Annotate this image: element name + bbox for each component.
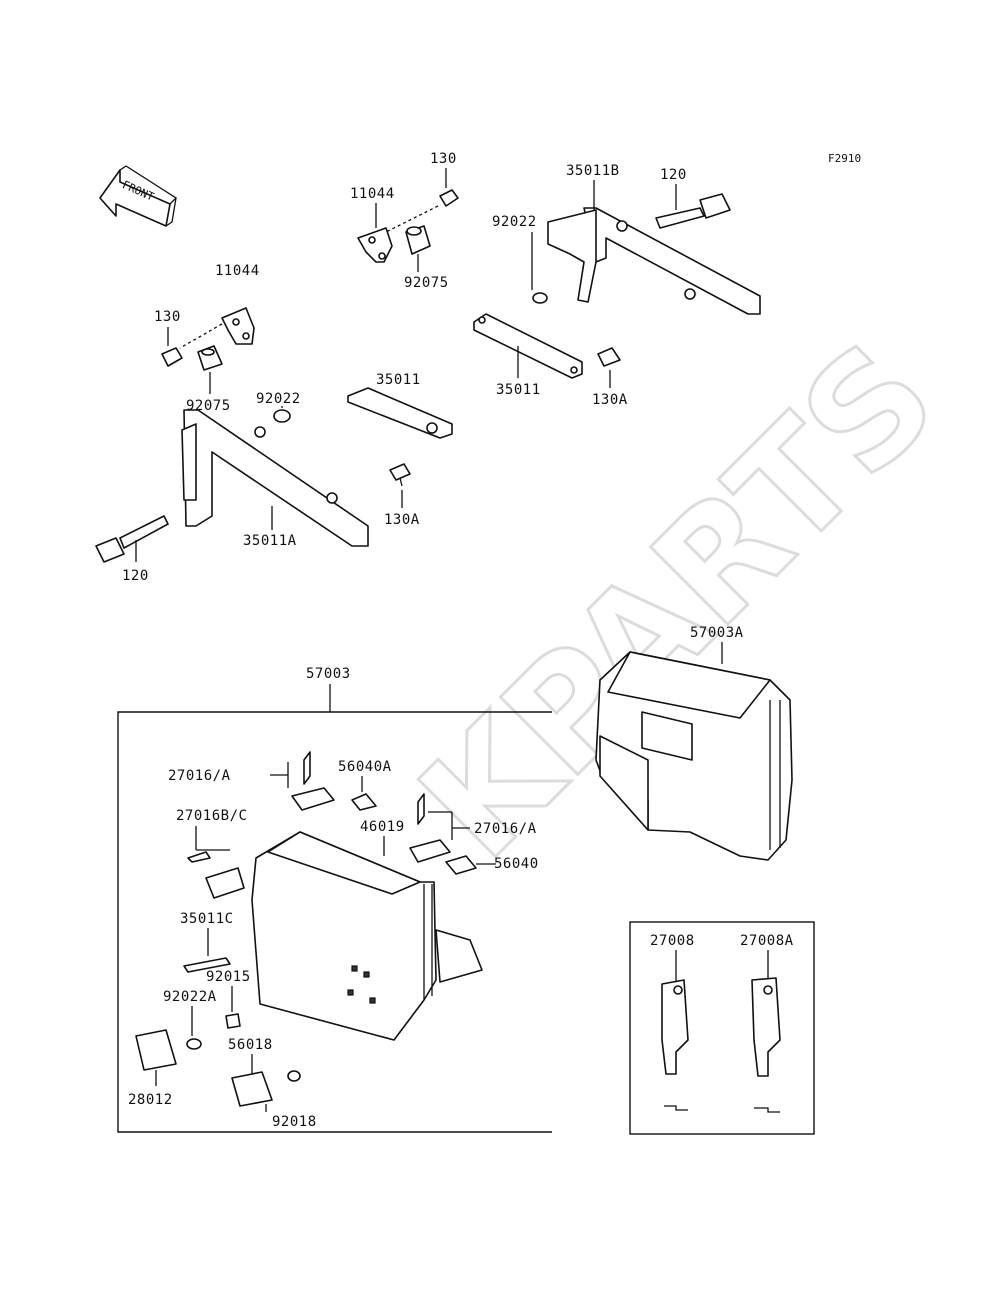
label-27016A-right: 27016/A (474, 821, 537, 837)
label-56040: 56040 (494, 856, 539, 872)
label-130A-right: 130A (592, 392, 628, 408)
label-130-top: 130 (430, 151, 457, 167)
bolt-120-top (655, 193, 731, 229)
label-35011-mid: 35011 (376, 372, 421, 388)
bracket-11044-top (357, 227, 393, 263)
label-56018: 56018 (228, 1037, 273, 1053)
frame-35011B (547, 207, 761, 315)
saddlebag-57003A (595, 651, 793, 861)
bolt-130A-right (597, 347, 621, 367)
label-92022-top: 92022 (492, 214, 537, 230)
lock-27016-right (409, 839, 451, 863)
bolt-130-left (161, 347, 183, 367)
key-clip-27016-right (417, 793, 425, 825)
key-27008 (661, 979, 689, 1111)
label-35011-right: 35011 (496, 382, 541, 398)
nut-92018 (287, 1070, 301, 1082)
label-11044-left: 11044 (215, 263, 260, 279)
stay-35011-mid (347, 387, 453, 439)
damper-92075-top (405, 225, 431, 255)
bolt-130A-mid (389, 463, 411, 487)
label-46019: 46019 (360, 819, 405, 835)
stay-35011-right (473, 313, 583, 379)
keys-inset-frame (629, 921, 815, 1135)
label-130A-mid: 130A (384, 512, 420, 528)
label-92018: 92018 (272, 1114, 317, 1130)
lock-27016-left (291, 787, 335, 811)
key-clip-27016BC (187, 851, 211, 863)
saddlebag-57003 (251, 831, 483, 1041)
stay-35011C (183, 957, 231, 973)
key-clip-27016-left (303, 751, 311, 785)
label-56040A: 56040A (338, 759, 392, 775)
label-35011B: 35011B (566, 163, 620, 179)
label-92022-mid: 92022 (256, 391, 301, 407)
figure-code: F2910 (828, 152, 861, 165)
nut-92015 (225, 1013, 241, 1029)
damper-92075-left (197, 345, 223, 371)
bracket-11044-left (179, 307, 255, 349)
label-92075-top: 92075 (404, 275, 449, 291)
label-92015: 92015 (206, 969, 251, 985)
bolt-130-top (385, 189, 459, 233)
bolt-120-bottom (95, 515, 169, 563)
label-57003: 57003 (306, 666, 351, 682)
assembly-57003-frame (117, 711, 552, 1133)
label-27008A: 27008A (740, 933, 794, 949)
frame-35011A (181, 409, 369, 547)
catch-27016BC (205, 867, 245, 899)
label-27016A-left: 27016/A (168, 768, 231, 784)
label-130-left: 130 (154, 309, 181, 325)
label-35011A: 35011A (243, 533, 297, 549)
washer-92022A (186, 1038, 202, 1050)
label-plate-56040A (351, 793, 377, 811)
key-27008A (751, 977, 781, 1113)
front-arrow-icon: FRONT (99, 165, 178, 227)
plate-56018 (231, 1071, 273, 1107)
label-28012: 28012 (128, 1092, 173, 1108)
label-57003A: 57003A (690, 625, 744, 641)
label-120-bottom: 120 (122, 568, 149, 584)
plate-28012 (135, 1029, 177, 1071)
label-11044-top: 11044 (350, 186, 395, 202)
label-plate-56040 (445, 855, 477, 875)
label-120-top: 120 (660, 167, 687, 183)
label-92022A: 92022A (163, 989, 217, 1005)
washer-92022-top (532, 292, 548, 304)
label-27008: 27008 (650, 933, 695, 949)
washer-92022-mid (273, 409, 291, 423)
label-27016BC: 27016B/C (176, 808, 247, 824)
label-35011C: 35011C (180, 911, 234, 927)
